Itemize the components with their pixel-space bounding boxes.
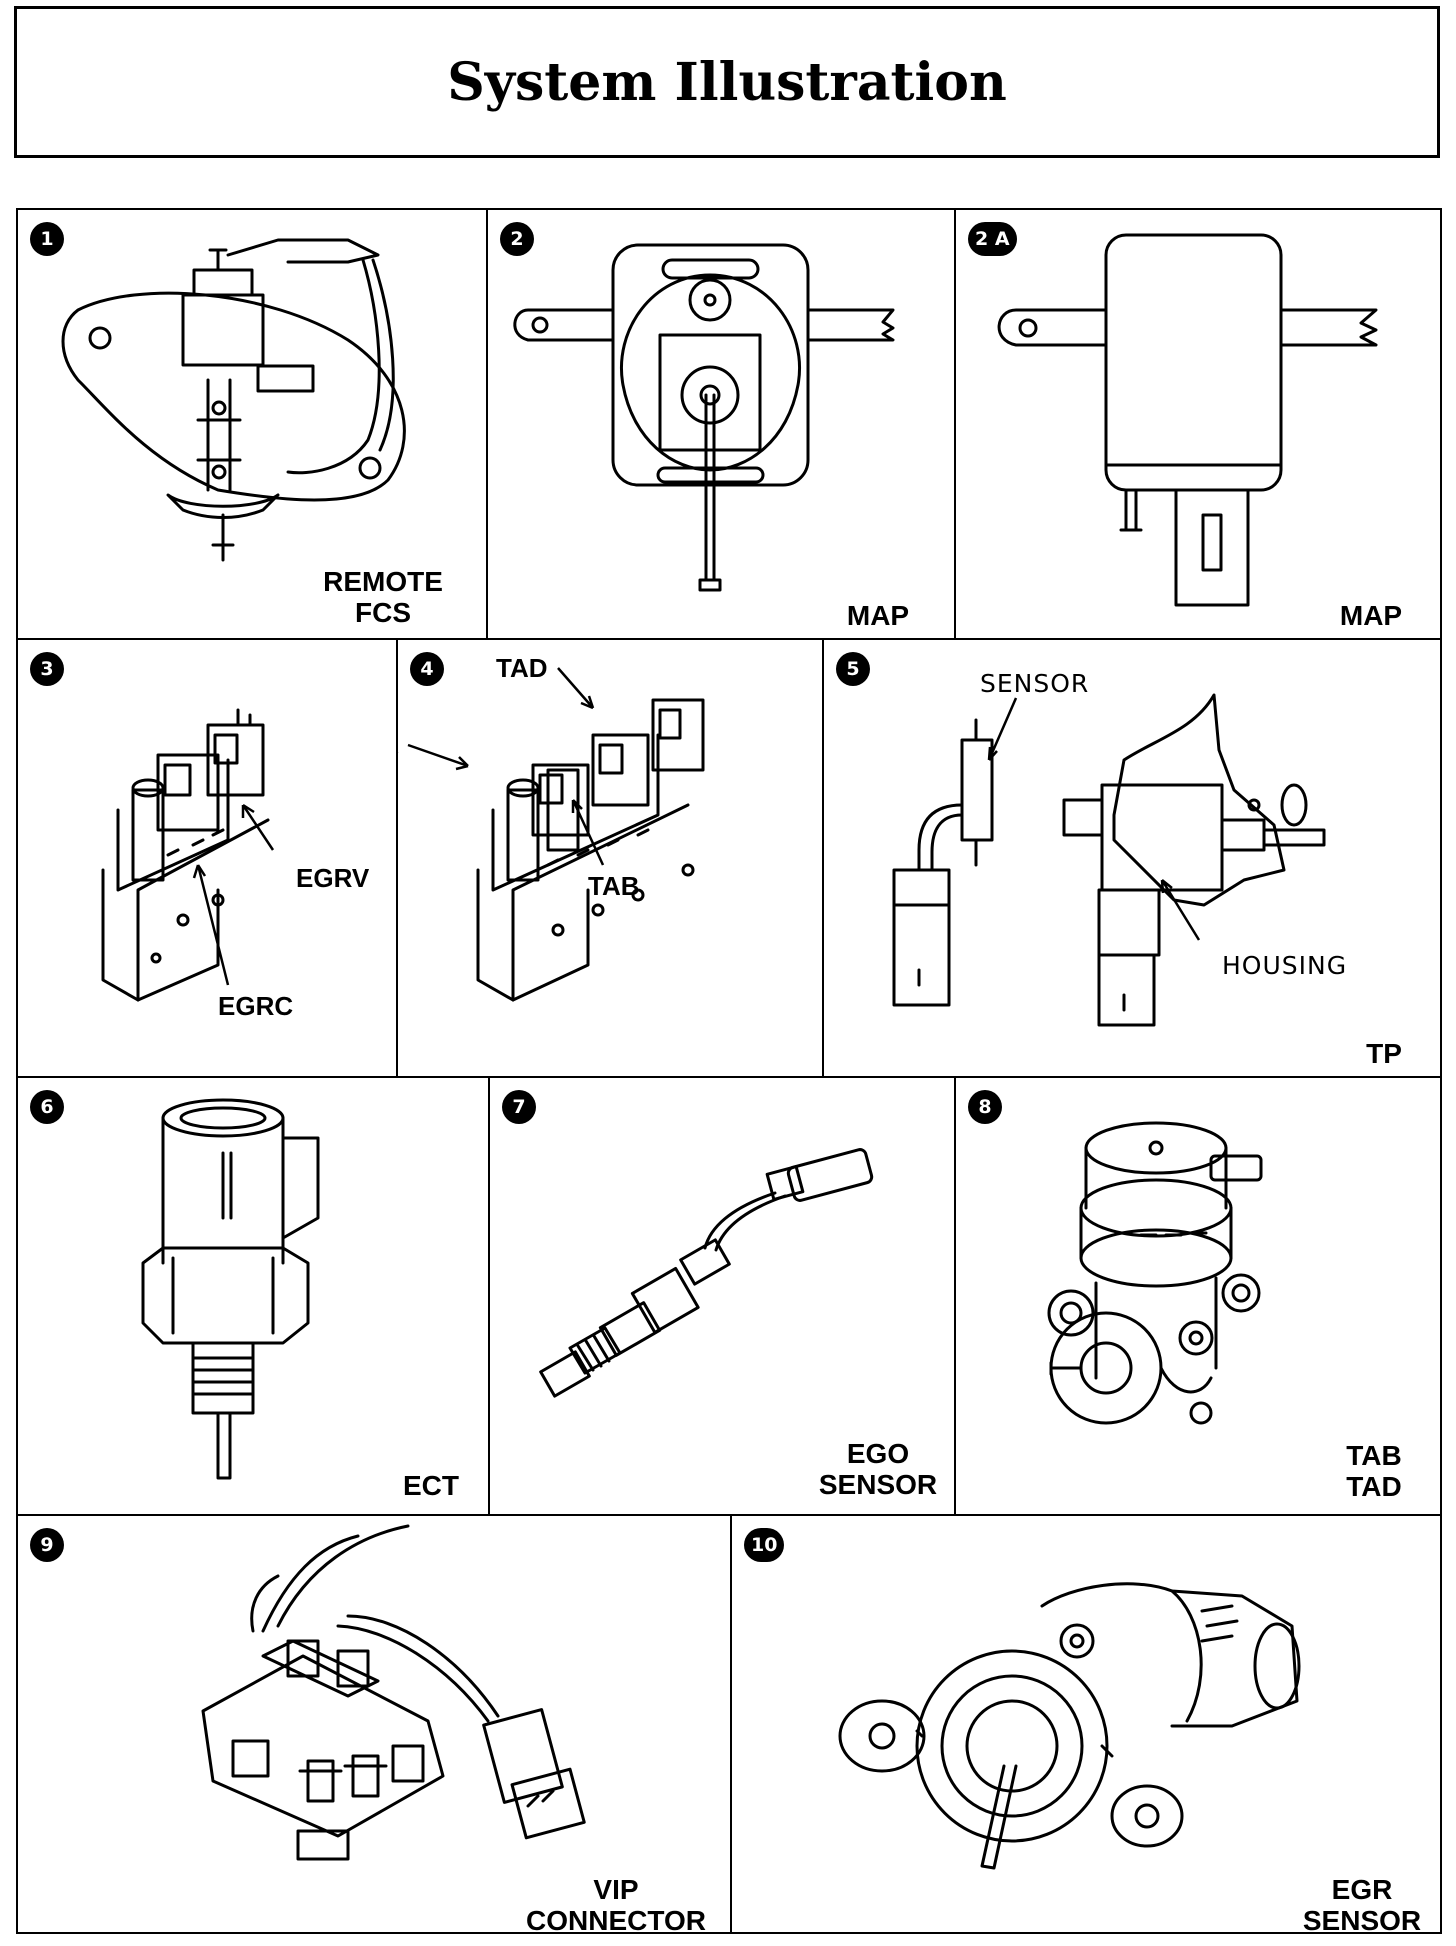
panel-caption: EGR SENSOR bbox=[1292, 1874, 1432, 1934]
tp-sensor-illustration bbox=[824, 640, 1442, 1078]
ego-sensor-illustration bbox=[490, 1078, 956, 1516]
panel-number-badge: 9 bbox=[30, 1528, 64, 1562]
caption-line: CONNECTOR bbox=[526, 1905, 706, 1934]
panel-caption: VIP CONNECTOR bbox=[516, 1874, 716, 1934]
panel-tab-tad: 8 TAB TAD bbox=[954, 1076, 1442, 1516]
remote-fcs-illustration bbox=[18, 210, 488, 640]
panel-vip-connector: 9 VIP CONNECTOR bbox=[16, 1514, 732, 1934]
panel-caption: MAP bbox=[1316, 600, 1426, 631]
caption-line: SENSOR bbox=[1302, 1905, 1422, 1934]
panel-map-2a: 2 A MAP bbox=[954, 208, 1442, 640]
panel-number-badge: 4 bbox=[410, 652, 444, 686]
caption-line: EGO bbox=[846, 1438, 910, 1469]
panel-ego-sensor: 7 EGO SENSOR bbox=[488, 1076, 956, 1516]
caption-line: MAP bbox=[1339, 600, 1403, 631]
callout-housing: HOUSING bbox=[1222, 951, 1348, 980]
callout-leader-lines bbox=[824, 640, 1442, 1078]
map-sensor-square-illustration bbox=[956, 210, 1442, 640]
panel-number-badge: 3 bbox=[30, 652, 64, 686]
panel-caption: EGO SENSOR bbox=[808, 1438, 948, 1500]
page-title: System Illustration bbox=[447, 51, 1007, 113]
egr-sensor-illustration bbox=[732, 1516, 1442, 1934]
caption-line: FCS bbox=[355, 597, 411, 628]
egr-solenoids-illustration bbox=[18, 640, 398, 1078]
caption-line: REMOTE bbox=[323, 566, 443, 597]
map-sensor-round-illustration bbox=[488, 210, 956, 640]
panel-map: 2 MAP bbox=[486, 208, 956, 640]
caption-line: TP bbox=[1366, 1038, 1402, 1069]
panel-ect: 6 ECT bbox=[16, 1076, 490, 1516]
caption-line: TAD bbox=[1346, 1471, 1402, 1502]
panel-caption: TAB TAD bbox=[1326, 1440, 1422, 1502]
panel-number-badge: 2 A bbox=[968, 222, 1017, 256]
callout-tk: TK bbox=[398, 730, 399, 758]
caption-line: MAP bbox=[846, 600, 910, 631]
panel-caption: ECT bbox=[386, 1470, 476, 1501]
panel-thermactor-solenoids: 4 TAD TK TAB bbox=[396, 638, 824, 1078]
caption-line: ECT bbox=[403, 1470, 459, 1501]
panel-number-badge: 2 bbox=[500, 222, 534, 256]
panel-number-badge: 5 bbox=[836, 652, 870, 686]
title-box: System Illustration bbox=[14, 6, 1440, 158]
callout-tab: TAB bbox=[588, 871, 640, 901]
callout-leader-lines bbox=[398, 640, 824, 1078]
panel-egr-solenoids: 3 EGRV EGRC bbox=[16, 638, 398, 1078]
callout-sensor: SENSOR bbox=[980, 669, 1090, 698]
panel-caption: MAP bbox=[818, 600, 938, 631]
caption-line: TAB bbox=[1346, 1440, 1402, 1471]
panel-caption: TP bbox=[1344, 1038, 1424, 1069]
panel-number-badge: 7 bbox=[502, 1090, 536, 1124]
panel-number-badge: 1 bbox=[30, 222, 64, 256]
vip-connector-illustration bbox=[18, 1516, 732, 1934]
callout-tad: TAD bbox=[496, 653, 548, 683]
ect-sensor-illustration bbox=[18, 1078, 490, 1516]
callout-egrc: EGRC bbox=[218, 991, 294, 1021]
tab-tad-valve-illustration bbox=[956, 1078, 1442, 1516]
panel-throttle-position: 5 SENSOR HOUSING TP bbox=[822, 638, 1442, 1078]
panel-egr-sensor: 10 EGR SENSOR bbox=[730, 1514, 1442, 1934]
panel-remote-fcs: 1 REMOTE FCS bbox=[16, 208, 488, 640]
callout-leader-lines bbox=[18, 640, 398, 1078]
panel-number-badge: 10 bbox=[744, 1528, 785, 1562]
caption-line: SENSOR bbox=[818, 1469, 938, 1500]
caption-line: EGR bbox=[1331, 1874, 1393, 1905]
thermactor-solenoids-illustration bbox=[398, 640, 824, 1078]
callout-egrv: EGRV bbox=[296, 863, 370, 893]
panel-number-badge: 6 bbox=[30, 1090, 64, 1124]
caption-line: VIP bbox=[593, 1874, 639, 1905]
panel-caption: REMOTE FCS bbox=[308, 566, 458, 628]
panel-number-badge: 8 bbox=[968, 1090, 1002, 1124]
